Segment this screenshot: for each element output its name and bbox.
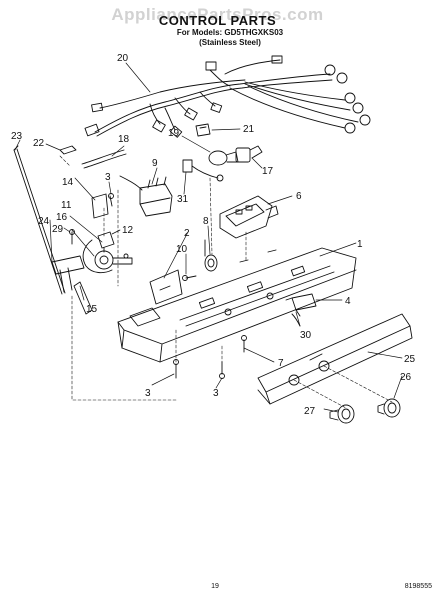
callout-31: 31 bbox=[177, 194, 189, 205]
callout-18: 18 bbox=[118, 134, 130, 145]
screw-7 bbox=[241, 335, 247, 353]
callout-10: 10 bbox=[176, 244, 188, 255]
harness-connectors bbox=[84, 55, 371, 138]
callout-23: 23 bbox=[11, 131, 23, 142]
control-knob-27 bbox=[329, 404, 355, 424]
callout-3-lower-left: 3 bbox=[145, 388, 151, 399]
callout-21: 21 bbox=[243, 124, 255, 135]
callout-9: 9 bbox=[152, 158, 158, 169]
sensor-connector bbox=[182, 159, 224, 182]
watermark: AppliancePartsPros.com bbox=[111, 5, 324, 24]
door-switch bbox=[285, 293, 317, 317]
callout-3-lower-mid: 3 bbox=[213, 388, 219, 399]
linkage-assembly bbox=[51, 229, 93, 315]
wire-tie-part bbox=[59, 145, 77, 155]
models-line: For Models: GD5THGXKS03 bbox=[176, 28, 284, 37]
callout-15: 15 bbox=[86, 304, 98, 315]
callout-19: 19 bbox=[168, 128, 180, 139]
callout-16: 16 bbox=[56, 212, 68, 223]
callout-24: 24 bbox=[38, 216, 50, 227]
leader-lines bbox=[14, 62, 403, 413]
bracket-2 bbox=[149, 269, 183, 305]
bushing-8 bbox=[204, 239, 218, 272]
screw-10 bbox=[182, 275, 197, 281]
screw-3-lower-mid bbox=[219, 361, 225, 379]
callout-4: 4 bbox=[345, 296, 351, 307]
bracket-14 bbox=[91, 193, 114, 219]
callout-1: 1 bbox=[357, 239, 363, 250]
callout-17: 17 bbox=[262, 166, 274, 177]
page-number: 19 bbox=[211, 583, 219, 590]
callout-3-upper: 3 bbox=[105, 172, 111, 183]
clip-part bbox=[195, 123, 211, 137]
callout-6: 6 bbox=[296, 191, 302, 202]
callout-12: 12 bbox=[122, 225, 134, 236]
callout-25: 25 bbox=[404, 354, 416, 365]
wire-harness bbox=[94, 59, 359, 137]
callout-labels: 20 21 22 23 18 19 17 14 3 9 31 6 11 16 1… bbox=[11, 53, 416, 417]
callout-26: 26 bbox=[400, 372, 412, 383]
callout-11: 11 bbox=[61, 200, 72, 211]
finish-line: (Stainless Steel) bbox=[199, 38, 261, 47]
callout-30: 30 bbox=[300, 330, 312, 341]
page-title: CONTROL PARTS bbox=[158, 13, 277, 28]
switch-module bbox=[119, 175, 173, 217]
callout-29: 29 bbox=[52, 224, 64, 235]
tube-part bbox=[81, 149, 125, 165]
document-number: 8198555 bbox=[404, 583, 432, 590]
callout-27: 27 bbox=[304, 406, 316, 417]
callout-7: 7 bbox=[278, 358, 284, 369]
callout-22: 22 bbox=[33, 138, 45, 149]
callout-20: 20 bbox=[117, 53, 129, 64]
control-board bbox=[219, 195, 279, 239]
alignment-lines bbox=[59, 155, 393, 409]
front-trim-panel bbox=[257, 313, 413, 405]
screw-3-lower-left bbox=[173, 359, 179, 379]
callout-14: 14 bbox=[62, 177, 74, 188]
switch-part-30 bbox=[291, 313, 301, 327]
callout-8: 8 bbox=[203, 216, 209, 227]
thermostat-assembly bbox=[82, 231, 133, 274]
control-knob-26 bbox=[377, 398, 401, 418]
control-housing bbox=[117, 247, 357, 363]
callout-2: 2 bbox=[184, 228, 190, 239]
lamp-assembly bbox=[208, 145, 263, 166]
